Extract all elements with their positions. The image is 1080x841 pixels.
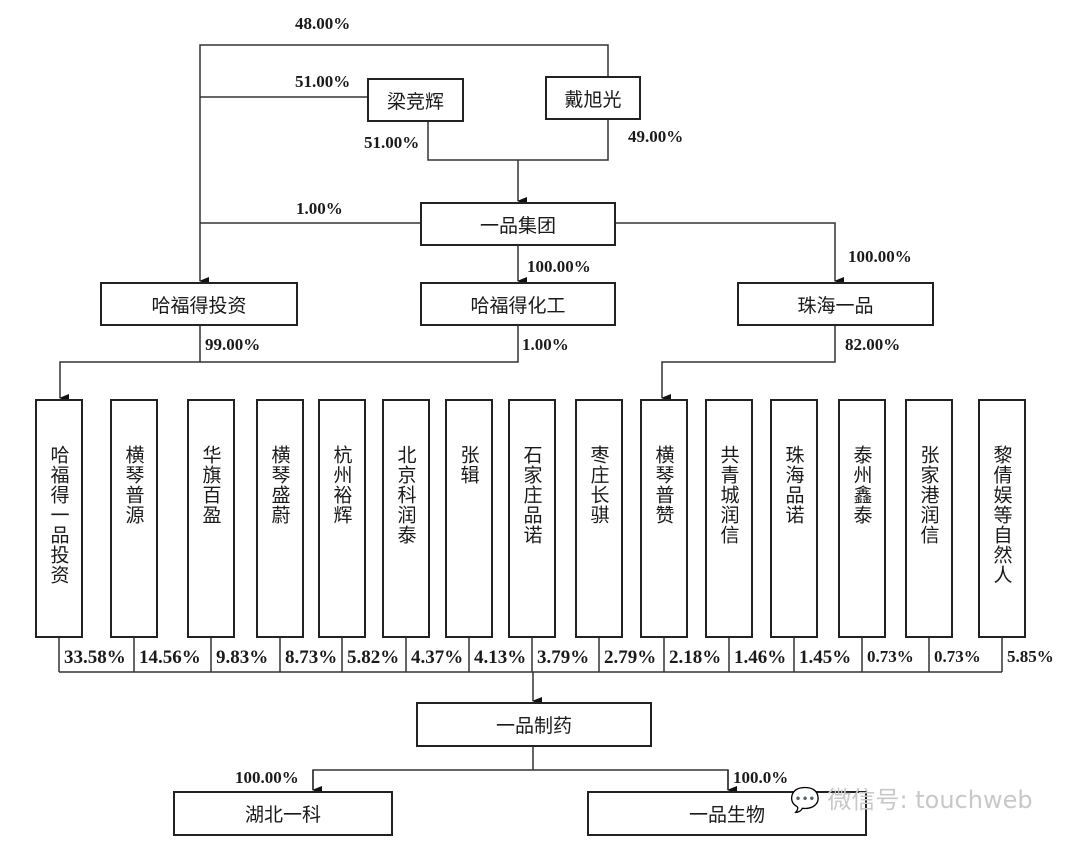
shareholder-box: 华旗百盈 <box>187 399 235 638</box>
shareholder-pct: 4.13% <box>474 647 527 668</box>
node-label: 戴旭光 <box>564 88 622 111</box>
shareholder-box: 横琴盛蔚 <box>256 399 304 638</box>
edge-label: 48.00% <box>295 14 351 33</box>
person-liang-jinghui: 梁竞辉 <box>367 78 464 122</box>
edge-label: 100.0% <box>733 768 789 787</box>
watermark-text: 微信号: touchweb <box>827 786 1033 814</box>
edge-label: 100.00% <box>848 247 912 266</box>
shareholder-pct: 2.79% <box>604 647 657 668</box>
shareholder-pct: 1.46% <box>734 647 787 668</box>
node-label: 一品制药 <box>495 715 572 737</box>
shareholder-box: 黎倩娱等自然人 <box>978 399 1026 638</box>
edge-label: 51.00% <box>295 72 351 91</box>
shareholder-name: 横琴普赞 <box>652 445 675 525</box>
edge-label: 100.00% <box>235 768 299 787</box>
shareholder-box: 哈福得一品投资 <box>35 399 83 638</box>
shareholder-name: 枣庄长骐 <box>587 445 610 525</box>
shareholder-name: 张辑 <box>457 445 480 485</box>
watermark: 💬 微信号: touchweb <box>790 780 1033 815</box>
shareholder-name: 华旗百盈 <box>199 445 222 525</box>
shareholder-pct: 5.85% <box>1007 647 1054 666</box>
shareholder-pct: 0.73% <box>934 647 981 666</box>
shareholder-box: 张家港润信 <box>905 399 953 638</box>
shareholder-pct: 3.79% <box>537 647 590 668</box>
shareholder-name: 石家庄品诺 <box>520 445 543 545</box>
shareholder-pct: 9.83% <box>216 647 269 668</box>
shareholder-pct: 33.58% <box>64 647 126 668</box>
node-yipin-pharma: 一品制药 <box>416 702 652 747</box>
node-label: 哈福得投资 <box>151 294 247 317</box>
node-label: 珠海一品 <box>797 294 874 317</box>
shareholder-name: 珠海品诺 <box>782 445 805 525</box>
shareholder-box: 横琴普赞 <box>640 399 688 638</box>
node-hfd-invest: 哈福得投资 <box>100 282 298 326</box>
shareholder-name: 横琴普源 <box>122 445 145 525</box>
shareholder-pct: 8.73% <box>285 647 338 668</box>
shareholder-box: 泰州鑫泰 <box>838 399 886 638</box>
shareholder-name: 横琴盛蔚 <box>268 445 291 525</box>
shareholder-name: 黎倩娱等自然人 <box>990 445 1013 585</box>
shareholder-name: 泰州鑫泰 <box>850 445 873 525</box>
shareholder-box: 珠海品诺 <box>770 399 818 638</box>
wechat-icon: 💬 <box>790 786 820 814</box>
node-zhuhai-yipin: 珠海一品 <box>737 282 934 326</box>
shareholder-box: 杭州裕辉 <box>318 399 366 638</box>
edge-label: 49.00% <box>628 127 684 146</box>
shareholder-box: 石家庄品诺 <box>508 399 556 638</box>
shareholder-pct: 2.18% <box>669 647 722 668</box>
node-yipin-group: 一品集团 <box>420 202 616 246</box>
node-hfd-chem: 哈福得化工 <box>420 282 616 326</box>
shareholder-box: 枣庄长骐 <box>575 399 623 638</box>
node-label: 哈福得化工 <box>470 294 566 317</box>
shareholder-box: 北京科润泰 <box>382 399 430 638</box>
shareholder-pct: 5.82% <box>347 647 400 668</box>
person-dai-xuguang: 戴旭光 <box>545 76 641 120</box>
edge-label: 100.00% <box>527 257 591 276</box>
shareholder-box: 共青城润信 <box>705 399 753 638</box>
shareholder-pct: 4.37% <box>411 647 464 668</box>
shareholder-pct: 0.73% <box>867 647 914 666</box>
shareholder-pct: 1.45% <box>799 647 852 668</box>
shareholder-box: 张辑 <box>445 399 493 638</box>
edge-label: 51.00% <box>364 133 420 152</box>
node-yipin-bio: 一品生物 <box>587 791 867 836</box>
shareholder-name: 共青城润信 <box>717 445 740 545</box>
shareholder-name: 北京科润泰 <box>394 445 417 545</box>
node-label: 梁竞辉 <box>386 90 444 113</box>
node-label: 一品生物 <box>688 804 765 826</box>
shareholder-name: 哈福得一品投资 <box>47 445 70 585</box>
shareholder-box: 横琴普源 <box>110 399 158 638</box>
edge-label: 1.00% <box>522 335 569 354</box>
node-hubei-yike: 湖北一科 <box>173 791 393 836</box>
shareholder-name: 张家港润信 <box>917 445 940 545</box>
shareholder-pct: 14.56% <box>139 647 201 668</box>
edge-label: 1.00% <box>296 199 343 218</box>
node-label: 湖北一科 <box>244 804 321 826</box>
shareholder-name: 杭州裕辉 <box>330 445 353 525</box>
node-label: 一品集团 <box>479 214 556 237</box>
edge-label: 99.00% <box>205 335 261 354</box>
edge-label: 82.00% <box>845 335 901 354</box>
